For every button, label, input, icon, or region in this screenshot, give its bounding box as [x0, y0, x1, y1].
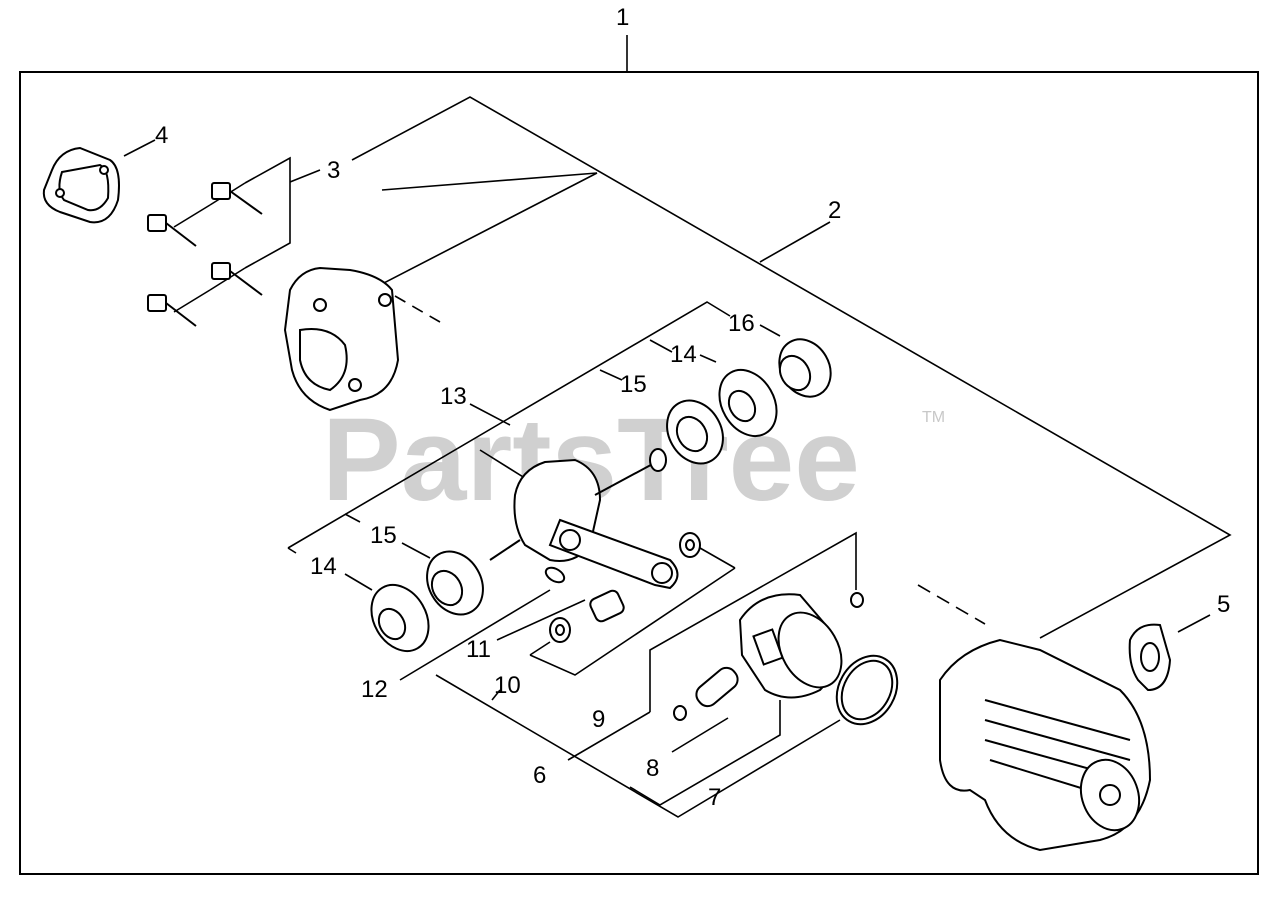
callout-15-lower: 15 [370, 522, 397, 549]
circlip-part [673, 592, 864, 721]
callout-4: 4 [155, 122, 168, 149]
oil-seal-part [778, 338, 832, 398]
seal-upper-part [718, 369, 778, 437]
bolt-set-part [147, 182, 263, 327]
piston-pin-part [695, 666, 739, 708]
callout-13: 13 [440, 383, 467, 410]
callout-16: 16 [728, 310, 755, 337]
cylinder-part [939, 638, 1152, 852]
callout-9: 9 [592, 706, 605, 733]
callout-10: 10 [494, 672, 521, 699]
callout-7: 7 [708, 784, 721, 811]
leader-lines [123, 35, 1232, 818]
callout-14-upper: 14 [670, 341, 697, 368]
piston-part [738, 593, 843, 699]
callout-2: 2 [828, 197, 841, 224]
crankcase-part [283, 266, 400, 412]
callout-12: 12 [361, 676, 388, 703]
callout-3: 3 [327, 157, 340, 184]
callout-15-upper: 15 [620, 371, 647, 398]
piston-ring-part [835, 654, 899, 726]
bearing-upper-part [666, 399, 724, 465]
thrust-washer-part [679, 532, 701, 558]
cylinder-gasket-part [1128, 623, 1172, 692]
woodruff-key-part [544, 566, 566, 584]
callout-1: 1 [616, 4, 629, 31]
needle-bearing-part [589, 589, 625, 623]
callout-5: 5 [1217, 591, 1230, 618]
callout-14-lower: 14 [310, 553, 337, 580]
callout-labels: 1 2 3 4 5 6 7 8 9 10 11 12 13 14 14 15 1… [155, 4, 1230, 811]
callout-8: 8 [646, 755, 659, 782]
washer-part [549, 617, 571, 643]
diagram-frame [19, 71, 1259, 875]
exhaust-gasket-part [42, 146, 120, 224]
watermark-trademark: TM [922, 409, 945, 426]
crankshaft-part [489, 448, 679, 590]
bearing-lower-part [426, 550, 484, 616]
callout-11: 11 [466, 636, 491, 663]
seal-lower-part [370, 584, 430, 652]
callout-6: 6 [533, 762, 546, 789]
